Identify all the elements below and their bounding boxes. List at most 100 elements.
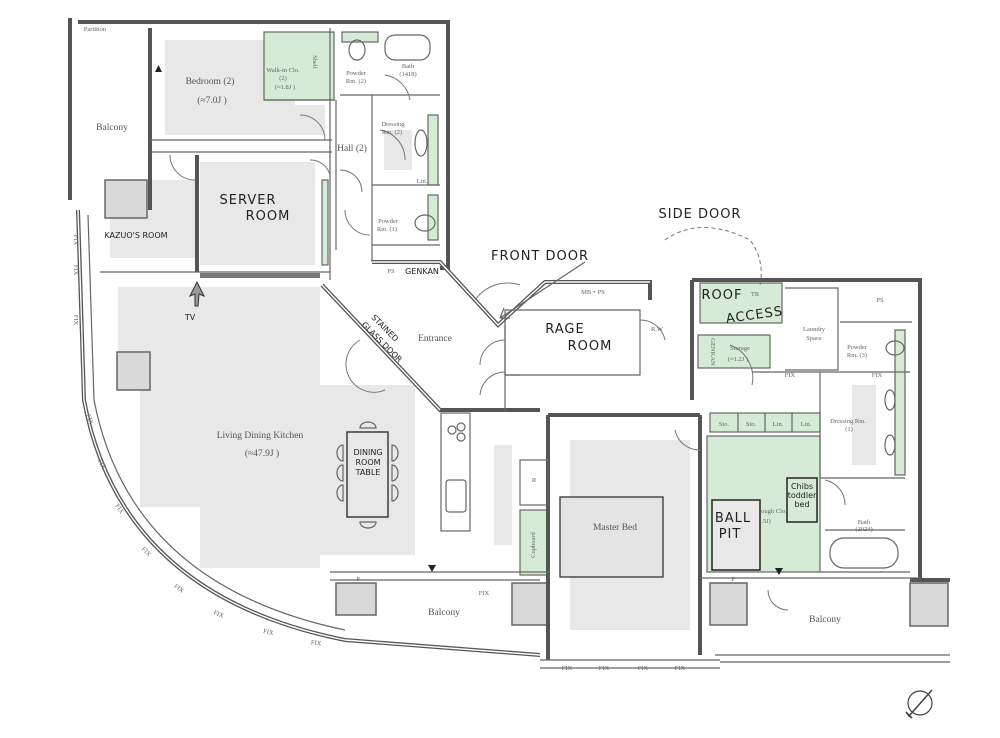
burner-icon [447,425,457,435]
north-compass-icon [905,689,933,719]
p-label: P [731,576,735,583]
dressing2-label-2: Rm. (2) [382,129,402,136]
balcony-left-label: Balcony [96,123,128,133]
cabinet-label: Lin. [801,421,812,428]
sink-icon [445,479,467,513]
cabinet-cells [737,413,793,432]
dressing1-label-2: (1) [845,426,853,433]
rage-room-label-2: ROOM [568,339,613,354]
partition-label: Partition [84,26,107,33]
sink-icon [414,129,428,157]
sink-icon [884,389,896,411]
fix-label: FIX [872,372,883,379]
genkan-label: GENKAN [405,267,439,276]
toddler-bed-label-2: toddler [788,491,817,500]
fixtures [155,34,905,578]
ball-pit-label: BALL [715,511,751,526]
fix-label: FIX [785,372,796,379]
entry-marker-icon [155,65,162,72]
toilet-icon [414,214,436,232]
balcony-mid-label: Balcony [428,608,460,618]
powder1-label-2: Rm. (1) [377,226,397,233]
front-door-label: FRONT DOOR [491,249,589,264]
genkan-vertical-label: GENKAN [709,338,716,366]
ball-pit-label-2: PIT [719,527,742,542]
powder1-label: Powder [378,218,399,225]
tv-wall [200,273,320,278]
server-room-label-2: ROOM [246,209,291,224]
storage-room [697,334,771,369]
fridge-space [519,459,549,506]
room-labels: Partition Balcony Bedroom (2) (≈7.0J ) W… [72,26,884,672]
roof-access-area [699,282,783,324]
dressing1-label: Dressing Rm. [830,418,866,425]
fix-label: FIX [140,546,153,559]
bath2024-label: Bath [858,519,871,526]
master-bed-label: Master Bed [593,523,637,533]
ball-pit [711,499,761,571]
fix-label: FIX [173,583,186,595]
tv-label: TV [184,313,196,322]
fridge-label: R [532,477,537,484]
toddler-bed [786,477,818,523]
ps-right-label: PS [876,297,884,304]
roof-access-small: TR [751,291,760,298]
toilet-icon [885,340,905,356]
ps-label: PS [387,268,395,275]
roof-access-label: ROOF [702,288,743,303]
walls [68,18,950,669]
fix-label: FIX [84,413,94,426]
toilet-icon [348,39,366,61]
laundry-label: Laundry [803,326,826,333]
powder3-label: Powder [847,344,868,351]
toddler-bed-label: Chibs [791,482,813,491]
dining-table [336,421,399,529]
cabinet-label: Sto. [746,421,757,428]
dining-table-label-3: TABLE [355,468,381,477]
fix-label: FIX [479,590,490,597]
walkin-closet-num: (2) [279,75,287,82]
fix-label: FIX [72,315,79,326]
walkin-closet-area: (≈1.8J ) [275,84,295,91]
structural-columns [104,179,949,627]
shelf-label: Shelf [311,55,318,70]
entry-marker-icon [428,565,436,572]
master-bed [559,496,664,578]
fix-label: FIX [311,640,322,648]
bath1418-size: (1418) [399,71,416,78]
cupboard [519,509,549,576]
fix-label: FIX [675,665,686,672]
fix-label: FIX [599,665,610,672]
powder3-label-2: Rm. (3) [847,352,867,359]
door-swings [169,74,846,611]
walkthrough-closet-area: .5J) [761,518,771,525]
fix-label: FIX [72,265,79,276]
laundry-label-2: Space [806,335,822,342]
kitchen-counter [440,412,549,532]
storage-area: (≈1.2J ) [728,356,748,363]
cabinet-label: Sto. [719,421,730,428]
walkthrough-closet-label: ough Clo. [761,508,787,515]
linen-label: Lin. [417,178,428,185]
fix-label: FIX [96,458,107,471]
entrance-label: Entrance [418,334,452,344]
rage-room-label: RAGE [545,322,584,337]
entry-marker-icon [775,568,783,575]
burner-icon [456,432,466,442]
burner-icon [456,422,466,432]
walkin-closet-label: Walk-in Clo. [266,67,300,74]
fix-label: FIX [72,235,79,246]
tv-arrow-icon [188,280,206,307]
kazuos-room-label: KAZUO'S ROOM [104,231,167,240]
hall2-label: Hall (2) [337,143,367,154]
fix-label: FIX [262,628,274,637]
storage-label: Storage [730,345,750,352]
ldk-label: Living Dining Kitchen [217,431,304,441]
fix-label: FIX [638,665,649,672]
cabinet-label: Lin. [773,421,784,428]
balcony-right-label: Balcony [809,615,841,625]
sink-icon [884,434,896,456]
cupboard-label: Cupboard [530,531,537,557]
ldk-area: (≈47.9J ) [245,448,279,459]
